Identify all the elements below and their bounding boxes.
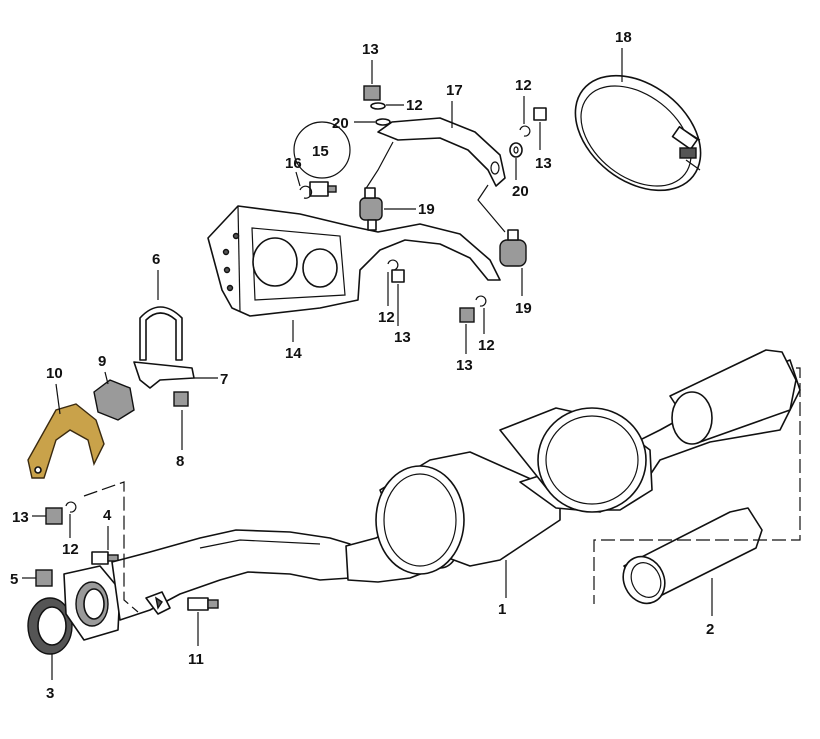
callout-19b: 19 [515, 300, 532, 317]
assembly-line-left [83, 481, 139, 613]
callout-1: 1 [498, 601, 506, 618]
part-20-washer-right [509, 142, 523, 158]
callout-6: 6 [152, 251, 160, 268]
assembly-line-right [593, 367, 801, 604]
callout-13a: 13 [362, 41, 379, 58]
callout-13b: 13 [535, 155, 552, 172]
callout-16: 16 [285, 155, 302, 172]
callout-2: 2 [706, 621, 714, 638]
callout-12a: 12 [406, 97, 423, 114]
callout-20a: 20 [332, 115, 349, 132]
part-6-u-bolt [139, 306, 183, 361]
callout-15: 15 [312, 143, 329, 160]
part-11-bolt [187, 597, 219, 611]
part-4-bolt [91, 551, 119, 565]
callout-14: 14 [285, 345, 302, 362]
part-19-rubber-mount-upper [359, 187, 383, 231]
callout-12c: 12 [378, 309, 395, 326]
callout-18: 18 [615, 29, 632, 46]
part-7-clamp-plate [133, 361, 195, 389]
callout-20b: 20 [512, 183, 529, 200]
part-18-clamp-band [574, 74, 702, 192]
callout-13e: 13 [12, 509, 29, 526]
callout-5: 5 [10, 571, 18, 588]
part-5-nut [35, 569, 53, 587]
part-12-clip-right [519, 125, 531, 137]
callout-13d: 13 [456, 357, 473, 374]
part-14-hanger-bracket [207, 205, 501, 317]
callout-10: 10 [46, 365, 63, 382]
callout-17: 17 [446, 82, 463, 99]
part-20-washer-top [375, 118, 391, 126]
callout-3: 3 [46, 685, 54, 702]
part-1-main-muffler [345, 349, 801, 583]
part-10-support-bracket [27, 403, 105, 479]
callout-7: 7 [220, 371, 228, 388]
part-9-rubber-block [93, 379, 135, 421]
part-12-clip-left [65, 501, 77, 513]
callout-19a: 19 [418, 201, 435, 218]
callout-12b: 12 [515, 77, 532, 94]
part-8-nut [173, 391, 189, 407]
part-19-rubber-mount-lower [499, 229, 527, 267]
part-2-tail-pipe [622, 507, 763, 605]
part-12-clip-lower [475, 295, 487, 307]
part-13-nut-left [45, 507, 63, 525]
callout-8: 8 [176, 453, 184, 470]
inlet-flange [63, 565, 121, 641]
part-12-clip-mid [387, 259, 399, 271]
part-17-upper-bracket [364, 117, 506, 233]
part-13-nut-top [363, 85, 381, 101]
callout-13c: 13 [394, 329, 411, 346]
part-12-washer-top [370, 102, 386, 110]
callout-4: 4 [103, 507, 112, 524]
part-13-nut-mid [391, 269, 405, 283]
part-13-nut-lower [459, 307, 475, 323]
part-16-clip [299, 185, 313, 199]
part-13-nut-right [533, 107, 547, 121]
part-15-bolt [293, 121, 351, 197]
front-exhaust-pipe [111, 529, 351, 621]
callout-12d: 12 [478, 337, 495, 354]
callout-11: 11 [188, 651, 204, 668]
part-3-gasket-ring [27, 597, 73, 655]
callout-12e: 12 [62, 541, 79, 558]
callout-9: 9 [98, 353, 106, 370]
